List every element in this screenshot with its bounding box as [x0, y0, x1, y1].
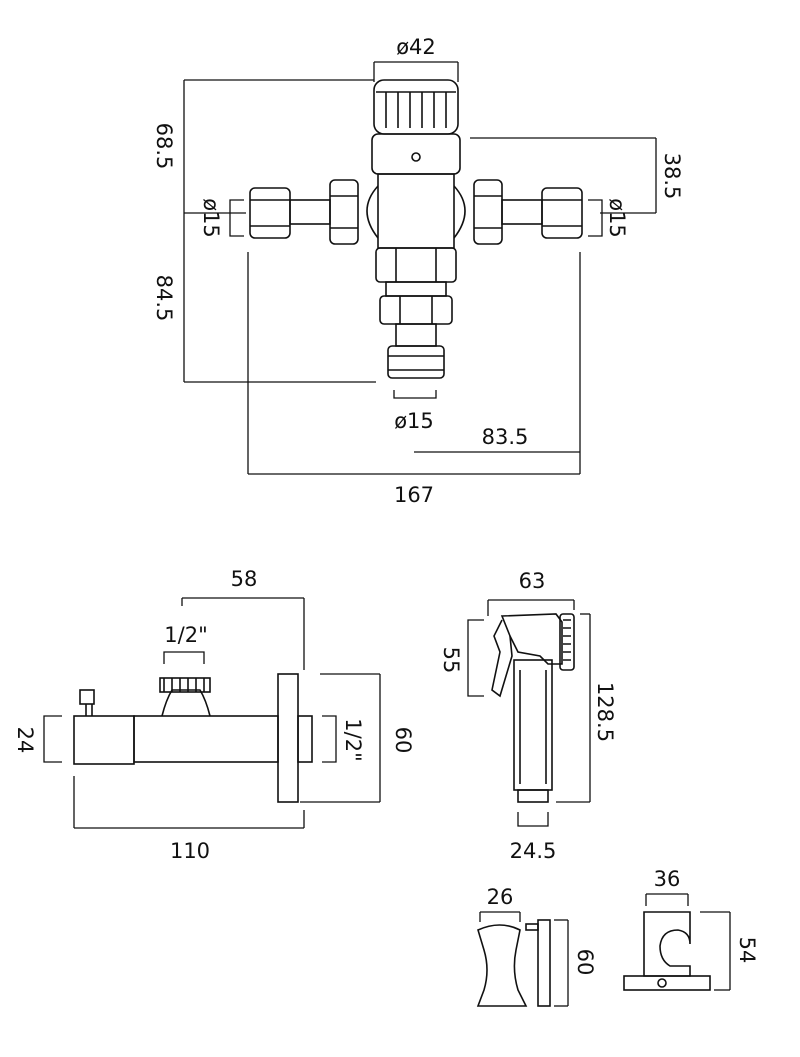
dim-holder-height: 60: [573, 949, 597, 976]
dim-spray-trigger-height: 55: [439, 647, 463, 674]
dim-inlet-right-diameter: ø15: [605, 198, 629, 238]
dim-valve-offset-right: 38.5: [660, 153, 684, 200]
dim-total-width: 167: [394, 483, 434, 507]
dim-valve-height-upper: 68.5: [152, 123, 176, 170]
dim-inlet-left-diameter: ø15: [199, 198, 223, 238]
dim-stopvalve-flange-height: 60: [391, 727, 415, 754]
dim-spray-length: 128.5: [593, 682, 617, 742]
wall-bracket-drawing: 36 54: [623, 867, 759, 991]
wall-holder-drawing: 26 60: [476, 885, 597, 1007]
dim-holder-depth: 26: [487, 885, 514, 909]
mixing-valve-drawing: ø42 68.5 38.5 ø15 ø15 84.5 ø15 83.5 167: [152, 35, 684, 507]
dim-stopvalve-length: 110: [170, 839, 210, 863]
hand-spray-drawing: 63 55 128.5 24.5: [439, 569, 617, 863]
dim-outlet-diameter: ø15: [394, 409, 434, 433]
dim-spray-depth: 63: [519, 569, 546, 593]
dim-spray-base-width: 24.5: [510, 839, 557, 863]
dim-bracket-top-width: 36: [654, 867, 681, 891]
dim-stopvalve-top-thread: 1/2": [164, 623, 207, 647]
dim-stopvalve-handle-height: 24: [13, 727, 37, 754]
dim-stopvalve-depth: 58: [231, 567, 258, 591]
dim-valve-height-lower: 84.5: [152, 275, 176, 322]
dim-valve-top-diameter: ø42: [396, 35, 436, 59]
stop-valve-drawing: 58 1/2" 24 1/2" 60 110: [13, 567, 415, 863]
dim-bracket-height: 54: [735, 937, 759, 964]
dim-half-width: 83.5: [482, 425, 529, 449]
dim-stopvalve-side-thread: 1/2": [341, 718, 365, 761]
